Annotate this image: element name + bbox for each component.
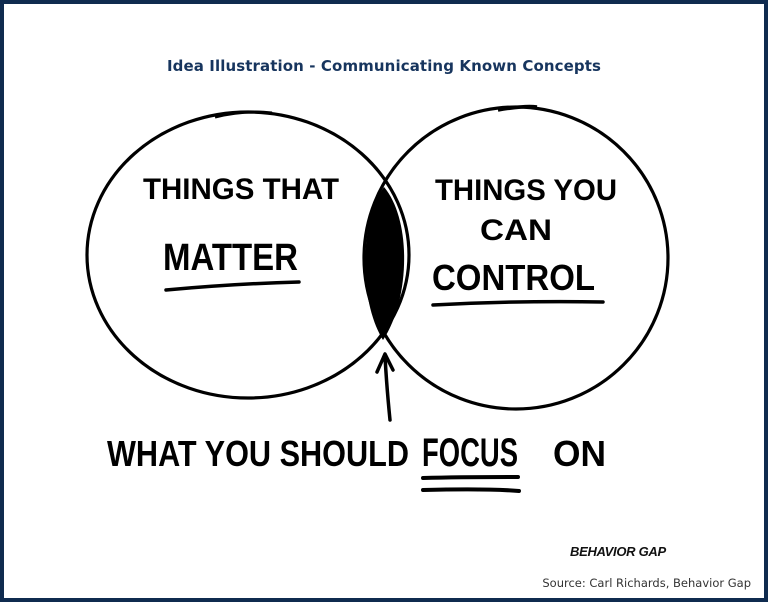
caption-part2: ON <box>553 433 606 474</box>
right-circle-overstroke <box>497 104 538 112</box>
matter-underline <box>164 280 301 292</box>
arrow-up-icon <box>375 352 395 422</box>
left-circle-overstroke <box>214 110 273 119</box>
source-credit: Source: Carl Richards, Behavior Gap <box>542 576 751 590</box>
caption-part1: WHAT YOU SHOULD <box>107 433 409 474</box>
left-circle-label-line2: MATTER <box>163 237 298 279</box>
right-circle-label-line1: THINGS YOU <box>435 174 617 207</box>
right-circle-label-line2: CAN <box>480 214 552 247</box>
page-title: Idea Illustration - Communicating Known … <box>166 57 602 75</box>
intersection-lens <box>365 187 405 340</box>
focus-underline-1 <box>421 475 520 480</box>
left-circle-label-line1: THINGS THAT <box>143 173 339 206</box>
right-circle-label-line3: CONTROL <box>432 257 595 298</box>
control-underline <box>431 299 605 307</box>
behavior-gap-signature: BEHAVIOR GAP <box>570 544 666 559</box>
caption-emphasis-focus: FOCUS <box>422 431 518 475</box>
focus-underline-2 <box>421 487 521 493</box>
